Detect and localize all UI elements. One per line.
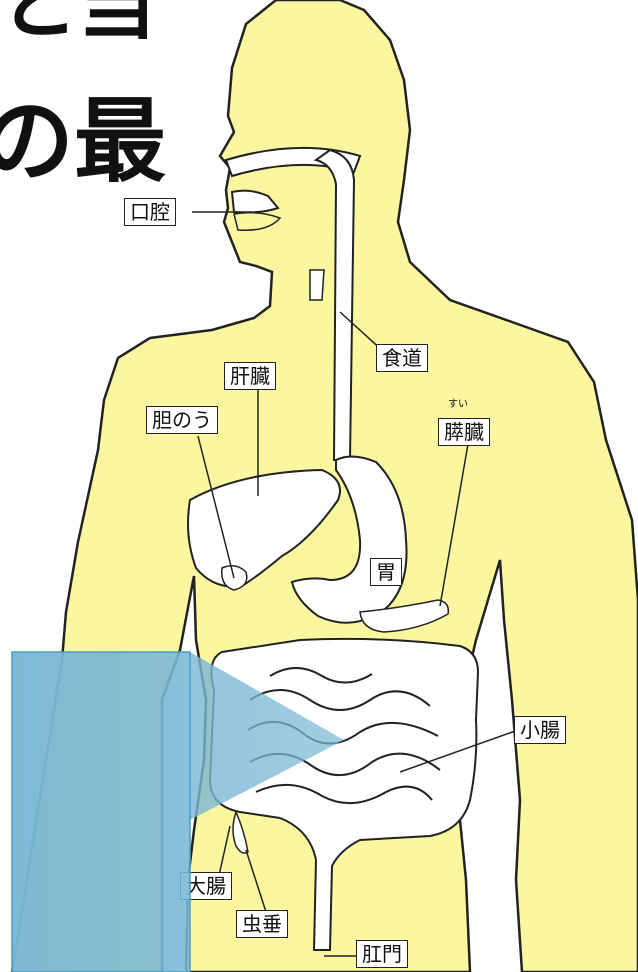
callout-box xyxy=(12,652,190,972)
